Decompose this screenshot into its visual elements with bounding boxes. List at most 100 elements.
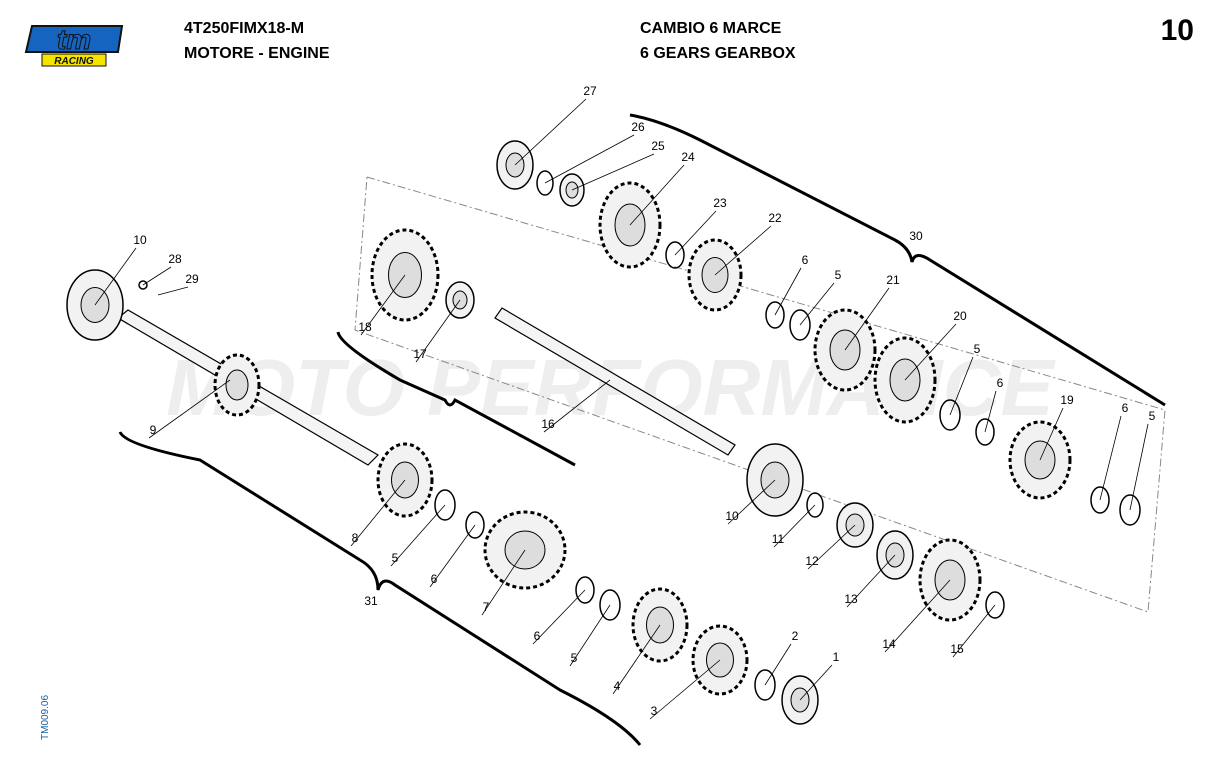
leader-line (714, 225, 772, 276)
ring-part (1090, 486, 1110, 514)
title-italian: CAMBIO 6 MARCE (640, 20, 782, 37)
callout-19: 9 (150, 423, 157, 437)
ring-part (1119, 494, 1141, 526)
counter-shaft-16 (494, 307, 736, 456)
ring-part (985, 591, 1005, 619)
callout-4: 23 (713, 196, 727, 210)
callout-1: 26 (631, 120, 645, 134)
leader-line (1039, 407, 1064, 461)
callout-38: 1 (833, 650, 840, 664)
leader-line (727, 479, 776, 525)
leader-line (148, 379, 231, 439)
leader-line (514, 98, 587, 166)
callout-13: 6 (1122, 401, 1129, 415)
ring-part (975, 418, 995, 446)
gear-part (213, 353, 261, 417)
leader-line (481, 549, 526, 616)
ring-part (789, 309, 811, 341)
callout-7: 5 (835, 268, 842, 282)
brace-31 (118, 431, 642, 746)
leader-line (390, 504, 446, 567)
callout-34: 5 (571, 651, 578, 665)
leader-line (984, 390, 997, 433)
leader-line (544, 134, 635, 184)
leader-line (844, 287, 890, 351)
callout-29: 8 (352, 531, 359, 545)
leader-line (1129, 423, 1149, 511)
callout-39: 31 (364, 594, 378, 608)
leader-line (773, 504, 816, 548)
callout-27: 14 (882, 637, 896, 651)
callout-5: 22 (768, 211, 782, 225)
leader-line (1099, 415, 1122, 501)
leader-line (543, 379, 611, 433)
callout-26: 13 (844, 592, 858, 606)
callout-18: 29 (185, 272, 199, 286)
ring-part (806, 492, 824, 518)
callout-16: 10 (133, 233, 147, 247)
leader-line (415, 299, 461, 363)
ring-part (465, 511, 485, 539)
callout-23: 10 (725, 509, 739, 523)
callout-36: 3 (651, 704, 658, 718)
ring-part (536, 170, 554, 196)
callout-2: 25 (651, 139, 665, 153)
svg-text:RACING: RACING (54, 56, 94, 67)
brace-17 (336, 331, 576, 467)
leader-line (774, 267, 802, 316)
page-number: 10 (1160, 14, 1194, 47)
leader-line (532, 589, 586, 645)
callout-24: 11 (772, 532, 785, 546)
callout-22: 16 (541, 417, 555, 431)
ring-part (665, 241, 685, 269)
leader-line (904, 323, 957, 381)
leader-line (846, 554, 896, 608)
ring-part (939, 399, 961, 431)
ring-part (138, 280, 148, 290)
leader-line (949, 356, 974, 416)
leader-line (629, 164, 685, 226)
leader-line (569, 604, 611, 667)
leader-line (649, 659, 721, 720)
callout-17: 28 (168, 252, 182, 266)
callout-35: 4 (614, 679, 621, 693)
leader-line (807, 524, 856, 570)
callout-8: 21 (886, 273, 900, 287)
callout-15: 30 (909, 229, 923, 243)
callout-33: 6 (534, 629, 541, 643)
callout-31: 6 (431, 572, 438, 586)
ring-part (765, 301, 785, 329)
leader-line (571, 153, 655, 191)
tm-racing-logo: tm RACING (22, 18, 132, 68)
callout-10: 5 (974, 342, 981, 356)
callout-0: 27 (583, 84, 597, 98)
callout-11: 6 (997, 376, 1004, 390)
leader-line (799, 282, 835, 326)
callout-30: 5 (392, 551, 399, 565)
ring-part (754, 669, 776, 701)
leader-line (952, 604, 996, 658)
callout-25: 12 (805, 554, 819, 568)
ring-part (575, 576, 595, 604)
callout-32: 7 (483, 600, 490, 614)
brace-30 (629, 113, 1166, 407)
callout-21: 17 (413, 347, 427, 361)
leader-line (612, 624, 661, 695)
leader-line (142, 266, 172, 286)
callout-3: 24 (681, 150, 695, 164)
title-english: 6 GEARS GEARBOX (640, 45, 796, 62)
ring-part (599, 589, 621, 621)
leader-line (764, 643, 792, 686)
callout-9: 20 (953, 309, 967, 323)
leader-line (429, 524, 476, 588)
svg-text:tm: tm (57, 24, 91, 55)
leader-line (674, 210, 717, 256)
callout-37: 2 (792, 629, 799, 643)
leader-line (360, 274, 406, 336)
leader-line (884, 579, 951, 653)
callout-6: 6 (802, 253, 809, 267)
leader-line (350, 479, 406, 547)
callout-28: 15 (950, 642, 964, 656)
leader-line (799, 664, 833, 701)
